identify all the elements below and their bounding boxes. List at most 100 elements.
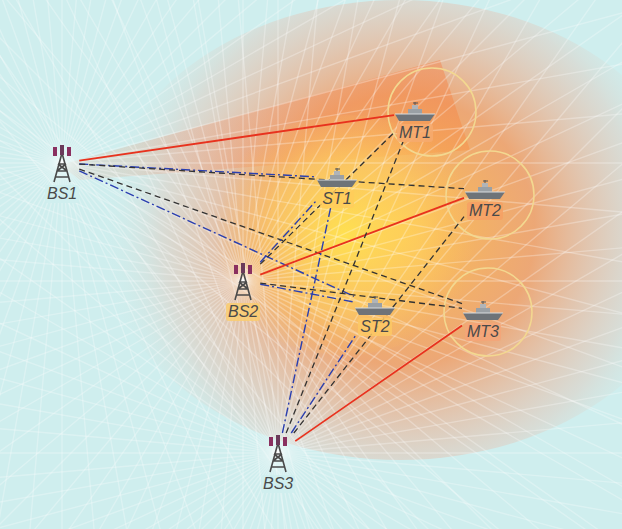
beam-ray	[278, 0, 622, 453]
beam-ray	[278, 453, 622, 529]
beam-ray	[0, 0, 243, 281]
beam-ray	[278, 453, 622, 529]
ship-terminal: MT2	[464, 180, 506, 220]
beam-ray	[0, 453, 278, 529]
beam-ray	[62, 163, 140, 529]
beam-ray	[278, 453, 622, 529]
target-ring	[444, 268, 532, 356]
base-station: BS3	[261, 433, 295, 493]
node-label: BS3	[261, 475, 295, 493]
beam-ray	[0, 0, 243, 281]
beam-ray	[62, 0, 218, 163]
beam-ray	[0, 0, 243, 281]
beam-ray	[0, 453, 278, 529]
beam-ray	[278, 453, 622, 529]
radio-link	[294, 217, 464, 433]
beam-ray	[278, 453, 622, 529]
beam-ray	[0, 0, 278, 453]
radio-link	[260, 201, 316, 262]
radio-link	[295, 326, 462, 442]
radio-link	[79, 164, 464, 189]
beam-ray	[0, 163, 62, 471]
beam-ray	[243, 0, 399, 281]
ship-terminal: MT1	[394, 102, 436, 142]
beam-ray	[278, 453, 622, 529]
beam-ray	[0, 0, 243, 281]
beam-ray	[62, 0, 370, 163]
ship-terminal: ST2	[354, 296, 396, 336]
beam-ray	[0, 281, 243, 529]
ship-icon	[462, 301, 504, 321]
beam-ray	[0, 0, 243, 281]
beam-ray	[0, 281, 243, 359]
base-station: BS2	[226, 261, 260, 321]
beam-ray	[0, 281, 243, 529]
beam-ray	[278, 452, 622, 453]
beam-ray	[61, 0, 62, 163]
radio-link	[291, 336, 355, 433]
beam-ray	[0, 0, 243, 281]
beam-ray	[278, 453, 586, 529]
beam-ray	[278, 0, 622, 453]
beam-ray	[277, 0, 278, 453]
radio-link	[79, 115, 394, 160]
beam-ray	[243, 0, 551, 281]
beam-ray	[278, 453, 622, 529]
node-label: MT2	[467, 202, 503, 220]
beam-ray	[278, 0, 622, 453]
beam-ray	[200, 0, 278, 453]
beam-ray	[278, 453, 511, 529]
base-station: BS1	[45, 143, 79, 203]
beam-ray	[0, 0, 278, 453]
beam-ray	[278, 453, 622, 529]
ship-icon	[464, 180, 506, 200]
beam-ray	[278, 453, 622, 529]
beam-ray	[0, 0, 278, 453]
radio-link	[282, 208, 330, 433]
beam-ray	[0, 281, 243, 529]
beam-ray	[278, 297, 622, 453]
beam-ray	[0, 452, 278, 453]
beam-ray	[0, 0, 243, 281]
beam-ray	[62, 85, 622, 163]
beam-ray	[45, 453, 278, 529]
beam-ray	[278, 453, 622, 529]
beam-ray	[278, 0, 622, 453]
beam-ray	[278, 0, 586, 453]
beam-ray	[0, 281, 243, 529]
tower-icon	[265, 433, 291, 473]
tower-icon	[49, 143, 75, 183]
beam-ray	[62, 0, 578, 163]
node-label: MT1	[397, 124, 433, 142]
beam-ray	[278, 0, 622, 453]
node-label: BS2	[226, 303, 260, 321]
radio-link	[79, 169, 462, 304]
beam-ray	[62, 163, 218, 529]
beam-ray	[278, 0, 622, 453]
beam-ray	[278, 220, 622, 453]
radio-link	[79, 171, 354, 297]
node-label: ST1	[320, 190, 353, 208]
beam-ray	[0, 73, 278, 453]
beam-ray	[0, 0, 243, 281]
beam-ray	[278, 3, 622, 453]
beam-ray	[0, 280, 243, 281]
ship-terminal: ST1	[316, 168, 358, 208]
beam-ray	[0, 281, 243, 529]
radio-link	[260, 283, 462, 308]
ship-icon	[316, 168, 358, 188]
beam-ray	[0, 0, 278, 453]
beam-ray	[278, 453, 622, 529]
node-label: BS1	[45, 185, 79, 203]
beam-ray	[0, 281, 243, 529]
beam-ray	[278, 73, 622, 453]
beam-ray	[278, 453, 434, 529]
radio-link	[286, 142, 403, 433]
target-ring	[446, 151, 534, 239]
beam-ray	[0, 0, 243, 281]
beam-ray	[0, 0, 278, 453]
